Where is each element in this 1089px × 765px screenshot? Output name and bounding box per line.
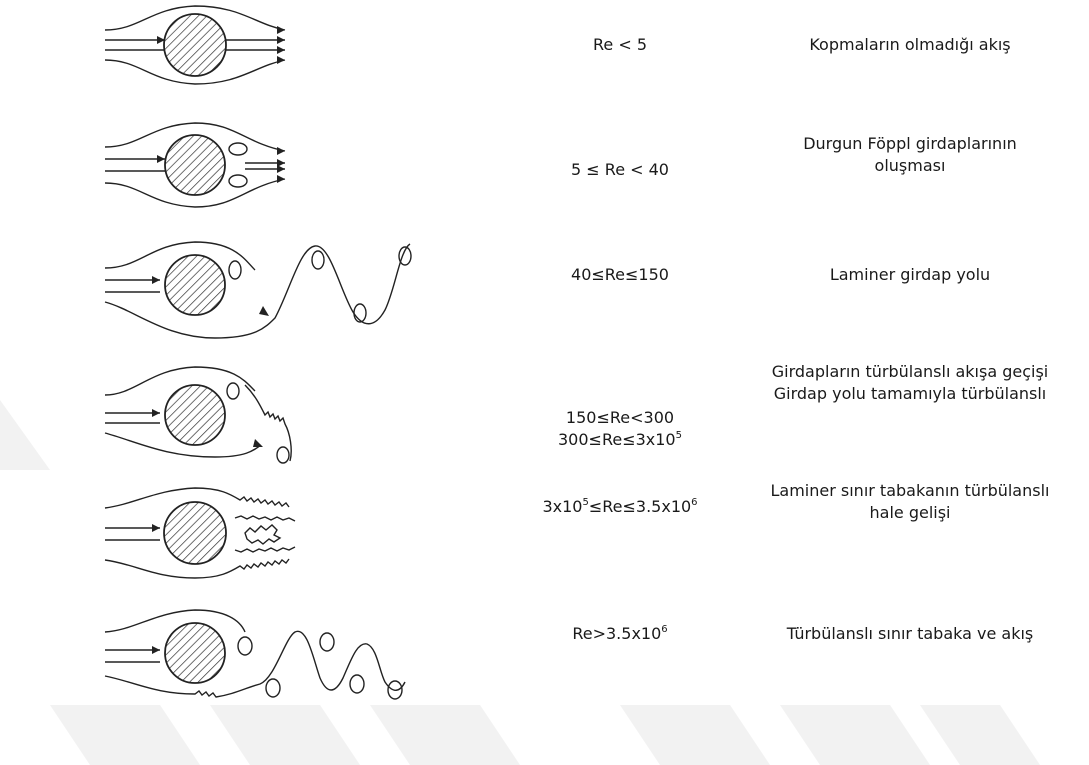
vortex	[320, 633, 334, 651]
vortex	[266, 679, 280, 697]
reynolds-range: 3x105≤Re≤3.5x106	[520, 496, 720, 518]
cylinder	[165, 135, 225, 195]
regime-description: Girdapların türbülanslı akışa geçişi Gir…	[735, 361, 1085, 405]
flow-figure-no-separation	[95, 0, 425, 100]
reynolds-range: 40≤Re≤150	[520, 264, 720, 286]
reynolds-range: Re < 5	[520, 34, 720, 56]
cylinder	[164, 502, 226, 564]
vortex	[277, 447, 289, 463]
turbulent-wake	[245, 385, 291, 461]
flow-figure-transition	[95, 355, 425, 475]
streamline	[105, 610, 245, 632]
flow-figure-foppl-vortices	[95, 115, 425, 215]
vortex	[350, 675, 364, 693]
cylinder	[165, 623, 225, 683]
turbulent-wake	[235, 547, 295, 552]
regime-description: Türbülanslı sınır tabaka ve akış	[735, 623, 1085, 645]
vortex	[229, 143, 247, 155]
vortex	[229, 261, 241, 279]
vortex	[238, 637, 252, 655]
vortex	[227, 383, 239, 399]
vortex	[354, 304, 366, 322]
vortex	[229, 175, 247, 187]
regime-description: Laminer sınır tabakanın türbülanslı hale…	[735, 480, 1085, 524]
flow-figure-laminar-vortex-street	[95, 230, 425, 350]
flow-figure-boundary-layer-transition	[95, 478, 425, 588]
cylinder	[164, 14, 226, 76]
cylinder	[165, 385, 225, 445]
vortex	[312, 251, 324, 269]
regime-description: Durgun Föppl girdaplarının oluşması	[735, 133, 1085, 177]
reynolds-range: 5 ≤ Re < 40	[520, 159, 720, 181]
reynolds-range: Re>3.5x106	[520, 623, 720, 645]
vortex-street	[105, 244, 410, 338]
turbulent-eddy	[245, 525, 280, 544]
turbulent-wake	[235, 516, 295, 521]
flow-figure-turbulent	[95, 598, 425, 708]
turbulent-wake	[105, 631, 405, 697]
regime-description: Laminer girdap yolu	[735, 264, 1085, 286]
reynolds-range: 150≤Re<300 300≤Re≤3x105	[520, 407, 720, 451]
cylinder	[165, 255, 225, 315]
regime-description: Kopmaların olmadığı akış	[735, 34, 1085, 56]
